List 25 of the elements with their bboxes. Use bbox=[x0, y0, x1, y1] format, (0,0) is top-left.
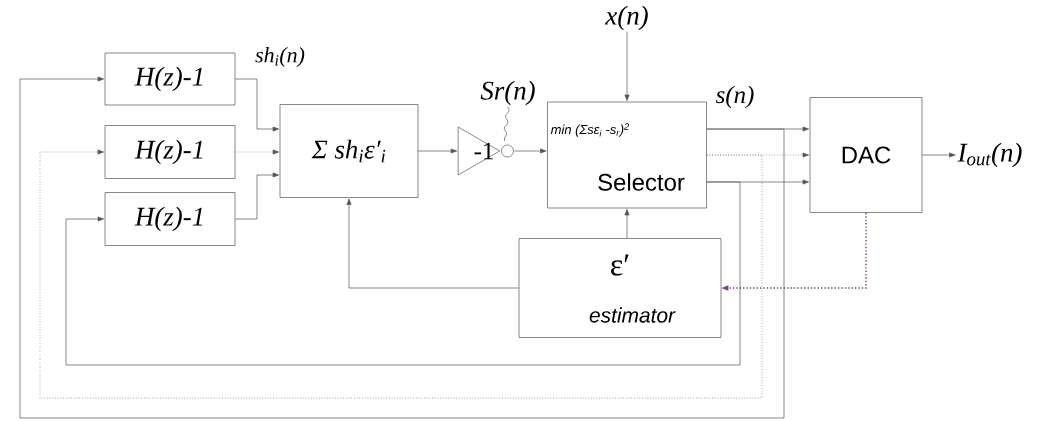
filter-box: H(z)-1 bbox=[104, 192, 236, 246]
signal-label: sh$_{i}$(n) bbox=[255, 47, 305, 67]
signal-label: Sr(n) bbox=[480, 80, 535, 106]
arrow bbox=[235, 78, 279, 132]
arrow bbox=[19, 76, 785, 419]
estimator-box: ε′ estimator bbox=[518, 238, 722, 338]
arrow bbox=[922, 152, 956, 158]
arrow bbox=[235, 172, 279, 220]
arrow bbox=[346, 198, 519, 289]
arrow bbox=[514, 148, 547, 154]
arrow bbox=[65, 181, 741, 366]
signal-label: I$_{out}$(n) bbox=[957, 142, 1022, 168]
dac-box: DAC bbox=[809, 97, 923, 213]
selector-box: min (Σsε$_{i}$ -s$_{r}$)$^{2}$ Selector bbox=[547, 101, 707, 209]
arrow bbox=[418, 148, 458, 154]
filter-box: H(z)-1 bbox=[104, 125, 236, 179]
arrow bbox=[39, 149, 763, 399]
leader-line bbox=[503, 106, 510, 142]
signal-label: s(n) bbox=[715, 85, 754, 109]
arrow bbox=[235, 149, 279, 155]
summation-box: Σ sh$_{i}$ε′$_{i}$ bbox=[279, 104, 419, 198]
filter-box: H(z)-1 bbox=[104, 52, 236, 106]
signal-label: x(n) bbox=[605, 5, 648, 31]
arrow bbox=[624, 209, 630, 239]
arrow bbox=[624, 31, 630, 101]
